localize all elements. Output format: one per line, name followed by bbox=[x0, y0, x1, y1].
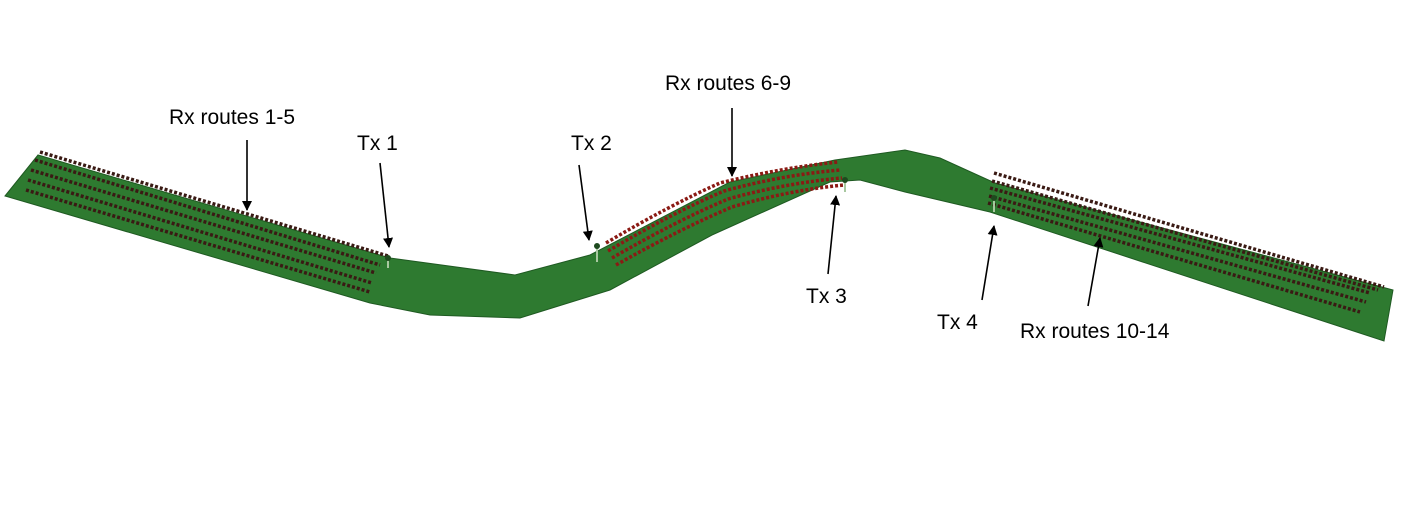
tx-1-arrow bbox=[379, 162, 394, 248]
rx-routes-10-14-label: Rx routes 10-14 bbox=[1020, 320, 1170, 343]
tx-3-label: Tx 3 bbox=[806, 285, 847, 308]
tx-3-arrow bbox=[827, 195, 841, 275]
tx-1-label: Tx 1 bbox=[357, 132, 398, 155]
tx-2-label: Tx 2 bbox=[571, 132, 612, 155]
tx-2-marker bbox=[594, 243, 600, 262]
rx-routes-1-5-label: Rx routes 1-5 bbox=[169, 106, 295, 129]
rx-routes-10-14-tracks bbox=[987, 171, 1385, 314]
rx-routes-6-9-tracks bbox=[605, 160, 845, 267]
tx-1-marker bbox=[385, 255, 391, 268]
tx-4-label: Tx 4 bbox=[937, 311, 978, 334]
tx-4-arrow bbox=[981, 225, 998, 301]
rx-routes-10-14-arrow bbox=[1087, 237, 1104, 307]
tx-3-marker bbox=[842, 177, 848, 192]
rx-routes-6-9-label: Rx routes 6-9 bbox=[665, 72, 791, 95]
tx-4-marker bbox=[991, 195, 997, 212]
tx-2-arrow bbox=[578, 164, 593, 241]
rx-routes-1-5-tracks bbox=[25, 150, 389, 294]
